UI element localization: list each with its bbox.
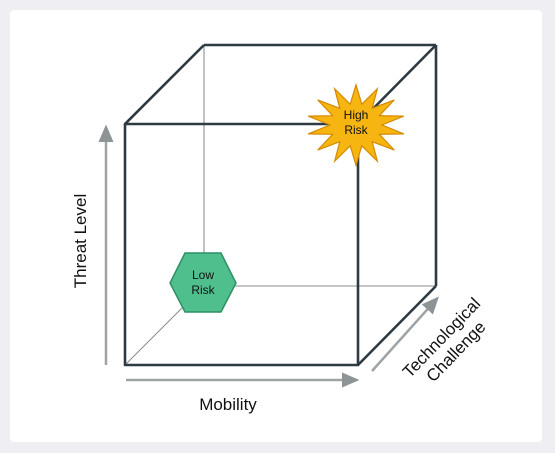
visible-edges — [123, 43, 438, 367]
axis-arrows — [98, 124, 440, 388]
z-axis-arrow — [371, 296, 440, 372]
low-risk-marker: Low Risk — [169, 252, 237, 313]
high-risk-label-line1: High — [344, 108, 369, 122]
top-left-depth-edge — [124, 44, 205, 125]
high-risk-marker: High Risk — [307, 82, 405, 168]
low-risk-label-line1: Low — [192, 268, 214, 282]
diagram-frame — [10, 10, 542, 442]
hexagon-icon — [169, 252, 237, 313]
low-risk-label-line2: Risk — [191, 283, 215, 297]
front-face — [123, 122, 360, 367]
x-axis-label: Mobility — [199, 395, 257, 414]
y-axis-label: Threat Level — [71, 194, 90, 289]
starburst-icon — [307, 82, 405, 168]
high-risk-label-line2: Risk — [344, 123, 368, 137]
